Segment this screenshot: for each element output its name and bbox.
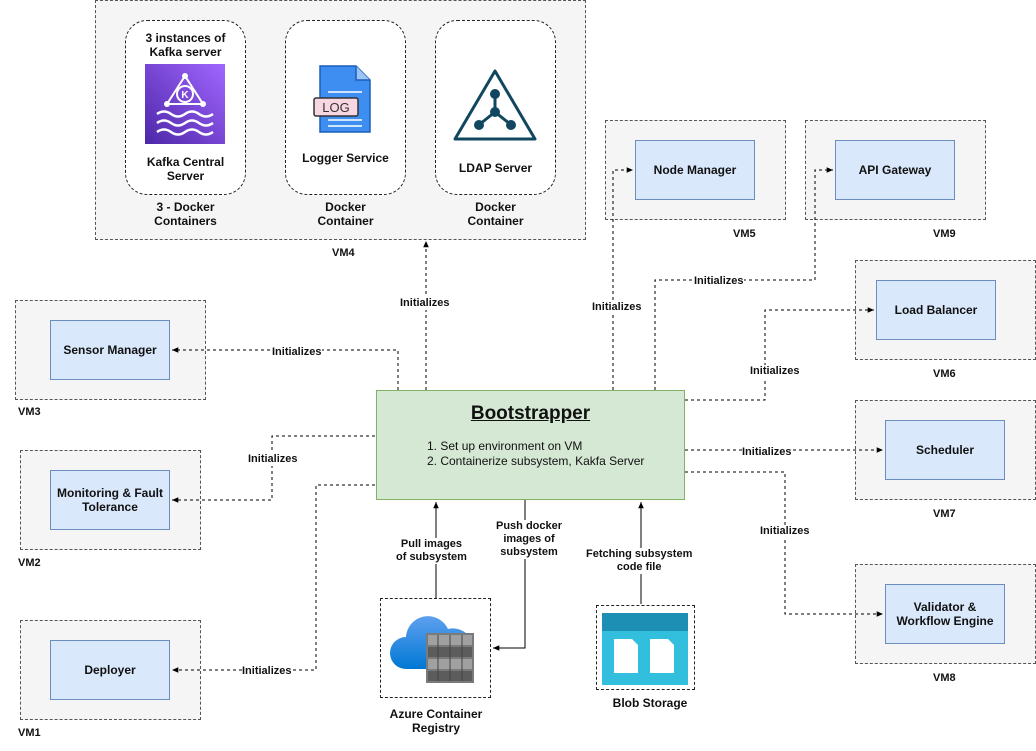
edge-label-vm3: Initializes [272, 346, 322, 359]
edge-label-vm4: Initializes [400, 297, 450, 310]
vm5-label: VM5 [733, 228, 756, 240]
log-icon-text: LOG [322, 100, 349, 115]
vm1-label: VM1 [18, 727, 41, 739]
api-gateway-box[interactable]: API Gateway [835, 140, 955, 200]
load-balancer-box[interactable]: Load Balancer [876, 280, 996, 340]
ldap-name-label: LDAP Server [458, 161, 533, 175]
azure-container-registry-icon [390, 616, 474, 683]
edge-label-vm1: Initializes [242, 665, 292, 678]
monitoring-fault-tolerance-box[interactable]: Monitoring & Fault Tolerance [50, 470, 170, 530]
edge-label-vm7: Initializes [742, 446, 792, 459]
edge-label-fetch: Fetching subsystem code file [586, 548, 693, 574]
edge-label-vm9: Initializes [694, 275, 744, 288]
logger-caption: Docker Container [317, 200, 374, 228]
node-manager-box[interactable]: Node Manager [635, 140, 755, 200]
vm2-label: VM2 [18, 557, 41, 569]
vm4-label: VM4 [332, 247, 355, 259]
edge-label-pull: Pull images of subsystem [396, 538, 467, 564]
bootstrapper-box[interactable]: Bootstrapper 1. Set up environment on VM… [376, 390, 685, 500]
sensor-manager-box[interactable]: Sensor Manager [50, 320, 170, 380]
bootstrapper-steps: 1. Set up environment on VM 2. Container… [427, 439, 644, 469]
vm6-label: VM6 [933, 368, 956, 380]
logger-name-label: Logger Service [302, 151, 389, 165]
edge-label-vm8: Initializes [760, 525, 810, 538]
bootstrapper-title: Bootstrapper [470, 403, 591, 424]
edge-label-vm6: Initializes [750, 365, 800, 378]
blob-storage-label: Blob Storage [612, 696, 688, 710]
vm3-label: VM3 [18, 406, 41, 418]
ldap-caption: Docker Container [467, 200, 524, 228]
vm8-label: VM8 [933, 672, 956, 684]
kafka-caption: 3 - Docker Containers [154, 200, 217, 228]
scheduler-box[interactable]: Scheduler [885, 420, 1005, 480]
edge-label-vm2: Initializes [248, 453, 298, 466]
validator-workflow-box[interactable]: Validator & Workflow Engine [885, 584, 1005, 644]
svg-text:K: K [181, 90, 189, 101]
registry-label: Azure Container Registry [389, 707, 483, 735]
vm7-label: VM7 [933, 508, 956, 520]
edge-label-vm5: Initializes [592, 301, 642, 314]
vm9-label: VM9 [933, 228, 956, 240]
blob-storage-icon [602, 613, 688, 685]
kafka-top-label: 3 instances of Kafka server [145, 31, 226, 59]
bootstrapper-step-2: 2. Containerize subsystem, Kakfa Server [427, 454, 645, 468]
deployer-box[interactable]: Deployer [50, 640, 170, 700]
ldap-icon [453, 69, 537, 141]
kafka-name-label: Kafka Central Server [146, 155, 225, 183]
log-file-icon: LOG [313, 65, 371, 133]
edge-label-push: Push docker images of subsystem [496, 520, 563, 559]
kafka-icon: K [145, 64, 225, 144]
bootstrapper-step-1: 1. Set up environment on VM [427, 439, 583, 453]
